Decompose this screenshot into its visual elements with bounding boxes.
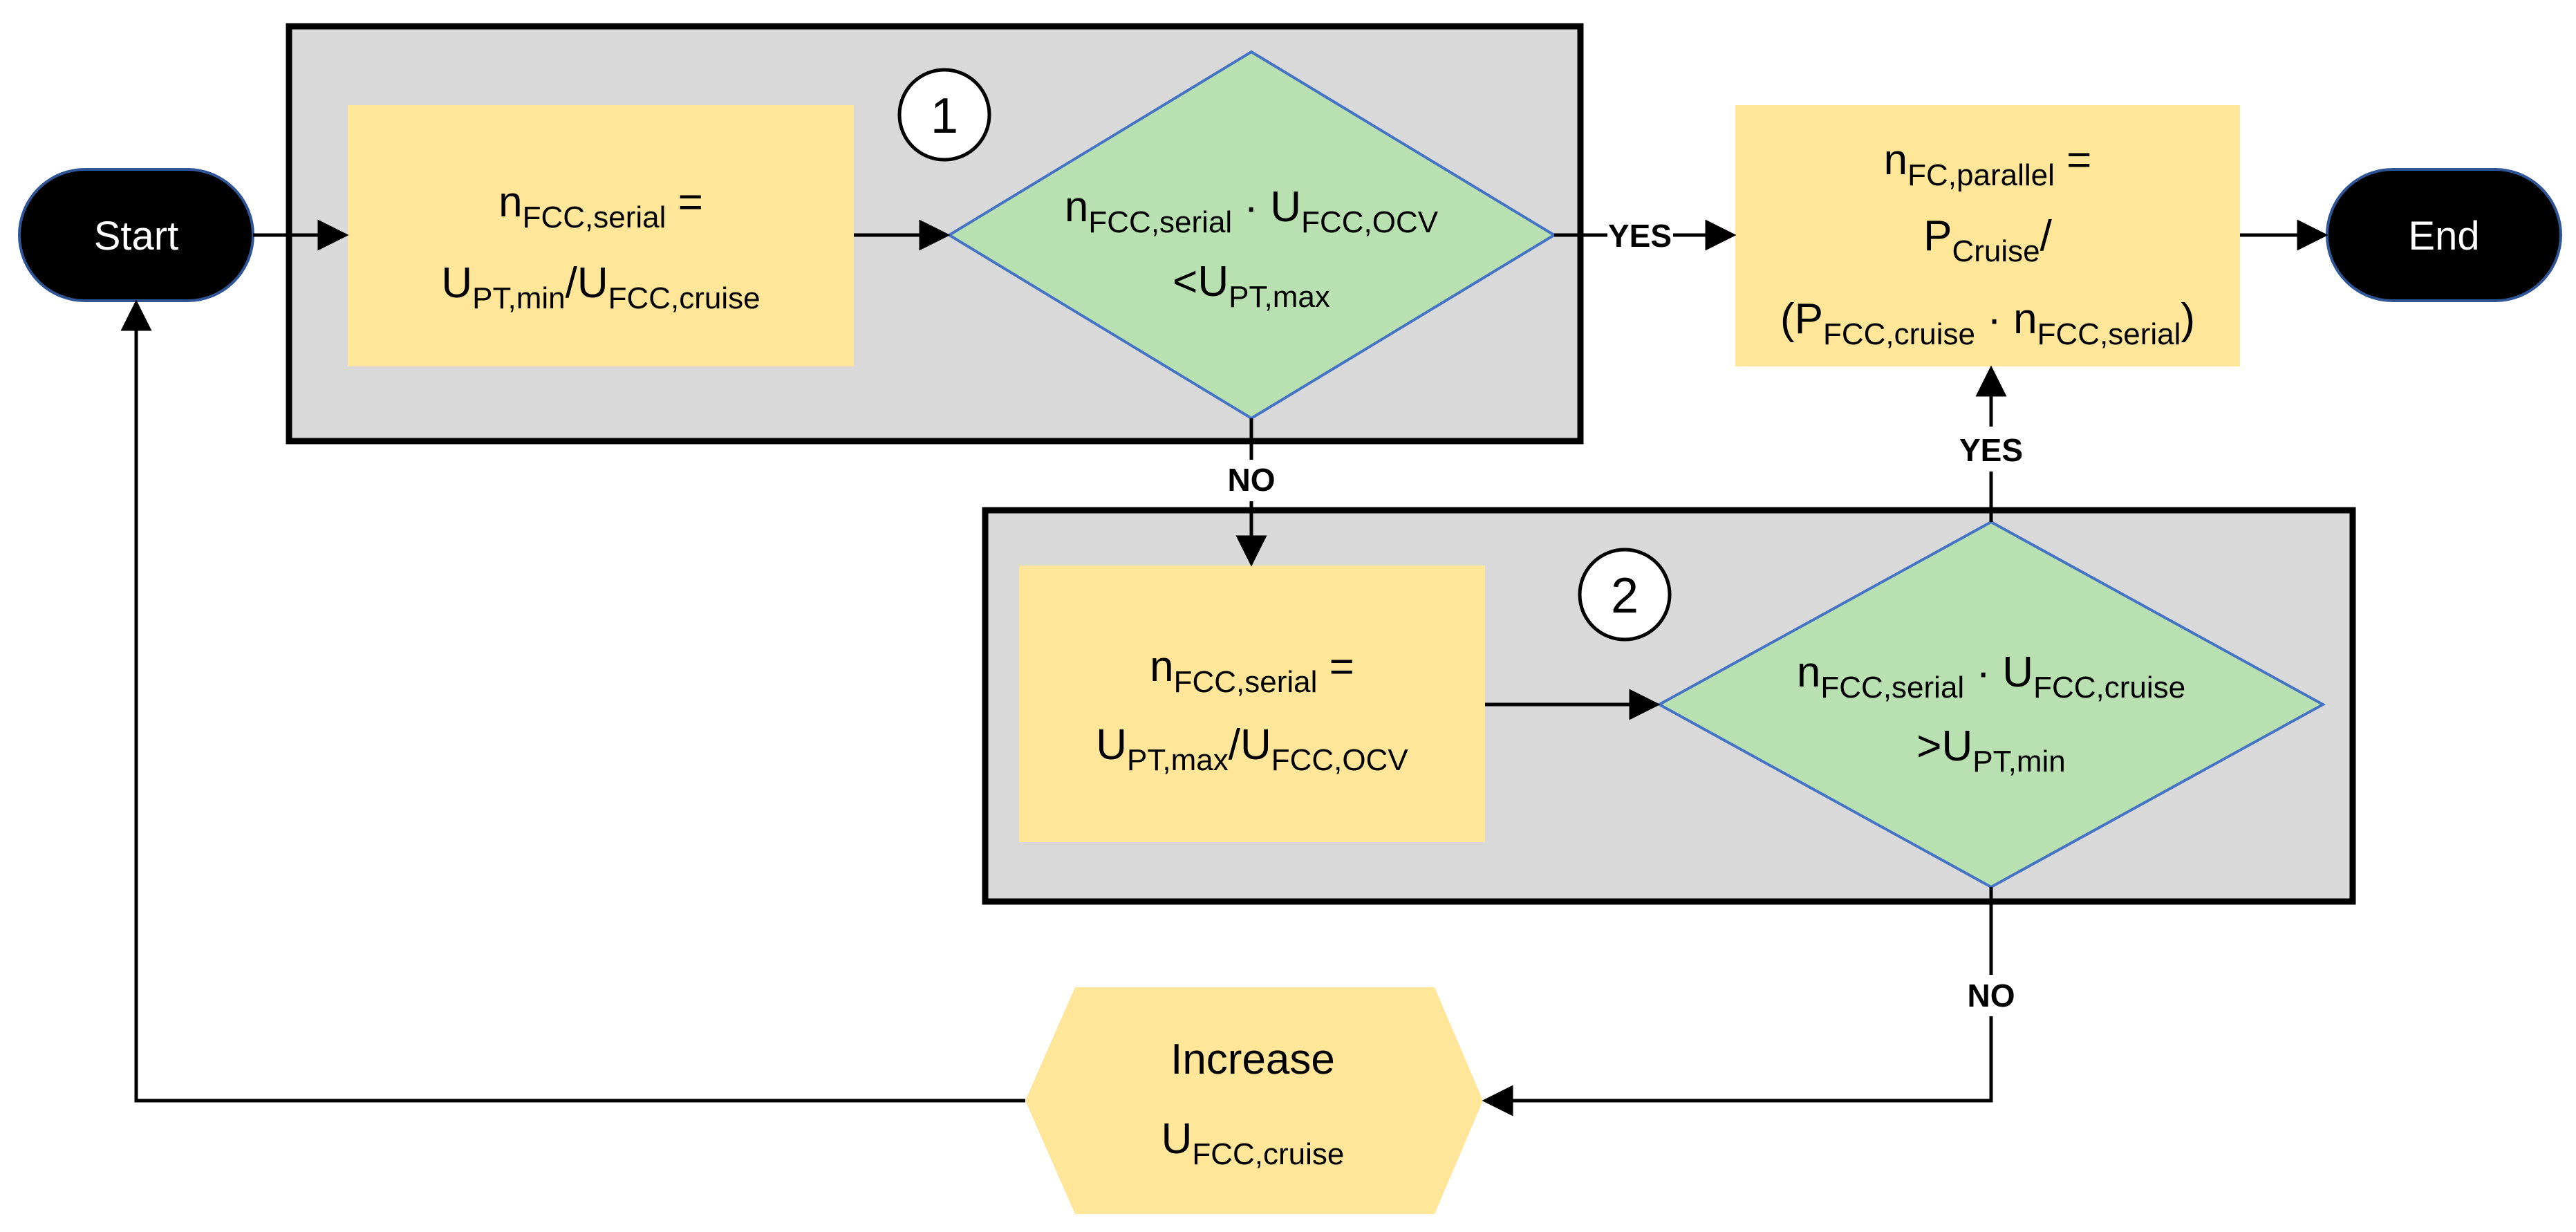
- edge-label-yes-2: YES: [1959, 432, 2023, 468]
- decision-diamond-1: nFCC,serial · UFCC,OCV <UPT,max: [946, 50, 1557, 420]
- svg-text:nFC,parallel =: nFC,parallel =: [1884, 136, 2092, 192]
- process-box-serial-max: nFCC,serial = UPT,max/UFCC,OCV: [1019, 566, 1485, 842]
- svg-text:(PFCC,cruise · nFCC,serial): (PFCC,cruise · nFCC,serial): [1780, 295, 2195, 351]
- svg-text:PCruise/: PCruise/: [1923, 212, 2053, 268]
- svg-text:nFCC,serial · UFCC,OCV: nFCC,serial · UFCC,OCV: [1065, 183, 1439, 239]
- process-box-serial-min: nFCC,serial = UPT,min/UFCC,cruise: [348, 105, 854, 366]
- svg-text:nFCC,serial · UFCC,cruise: nFCC,serial · UFCC,cruise: [1797, 648, 2185, 704]
- svg-text:End: End: [2408, 214, 2479, 259]
- svg-text:Increase: Increase: [1170, 1036, 1335, 1083]
- arrow-no-to-increase: [1482, 1016, 1993, 1117]
- svg-text:1: 1: [931, 88, 958, 144]
- decision-diamond-2: nFCC,serial · UFCC,cruise >UPT,min: [1656, 520, 2326, 889]
- group-2-badge: 2: [1578, 548, 1672, 642]
- edge-label-yes-1: YES: [1608, 218, 1672, 254]
- svg-text:UPT,max/UFCC,OCV: UPT,max/UFCC,OCV: [1096, 721, 1408, 777]
- svg-text:<UPT,max: <UPT,max: [1173, 258, 1330, 314]
- edge-label-no-2: NO: [1968, 978, 2015, 1014]
- svg-text:nFCC,serial =: nFCC,serial =: [498, 178, 703, 234]
- edge-label-no-1: NO: [1228, 462, 1276, 498]
- group-1-badge: 1: [897, 68, 991, 162]
- svg-text:UFCC,cruise: UFCC,cruise: [1161, 1115, 1345, 1171]
- svg-text:nFCC,serial =: nFCC,serial =: [1150, 643, 1354, 699]
- increase-hexagon: Increase UFCC,cruise: [1025, 987, 1483, 1214]
- svg-text:>UPT,min: >UPT,min: [1916, 722, 2065, 778]
- svg-text:2: 2: [1611, 568, 1639, 624]
- end-terminal: End: [2326, 168, 2562, 302]
- connectors: [120, 219, 2328, 1117]
- svg-text:UPT,min/UFCC,cruise: UPT,min/UFCC,cruise: [441, 259, 760, 315]
- start-terminal: Start: [18, 168, 254, 302]
- svg-text:Start: Start: [94, 214, 179, 259]
- process-box-parallel-result: nFC,parallel = PCruise/ (PFCC,cruise · n…: [1735, 105, 2240, 366]
- arrow-increase-to-start: [120, 299, 1025, 1103]
